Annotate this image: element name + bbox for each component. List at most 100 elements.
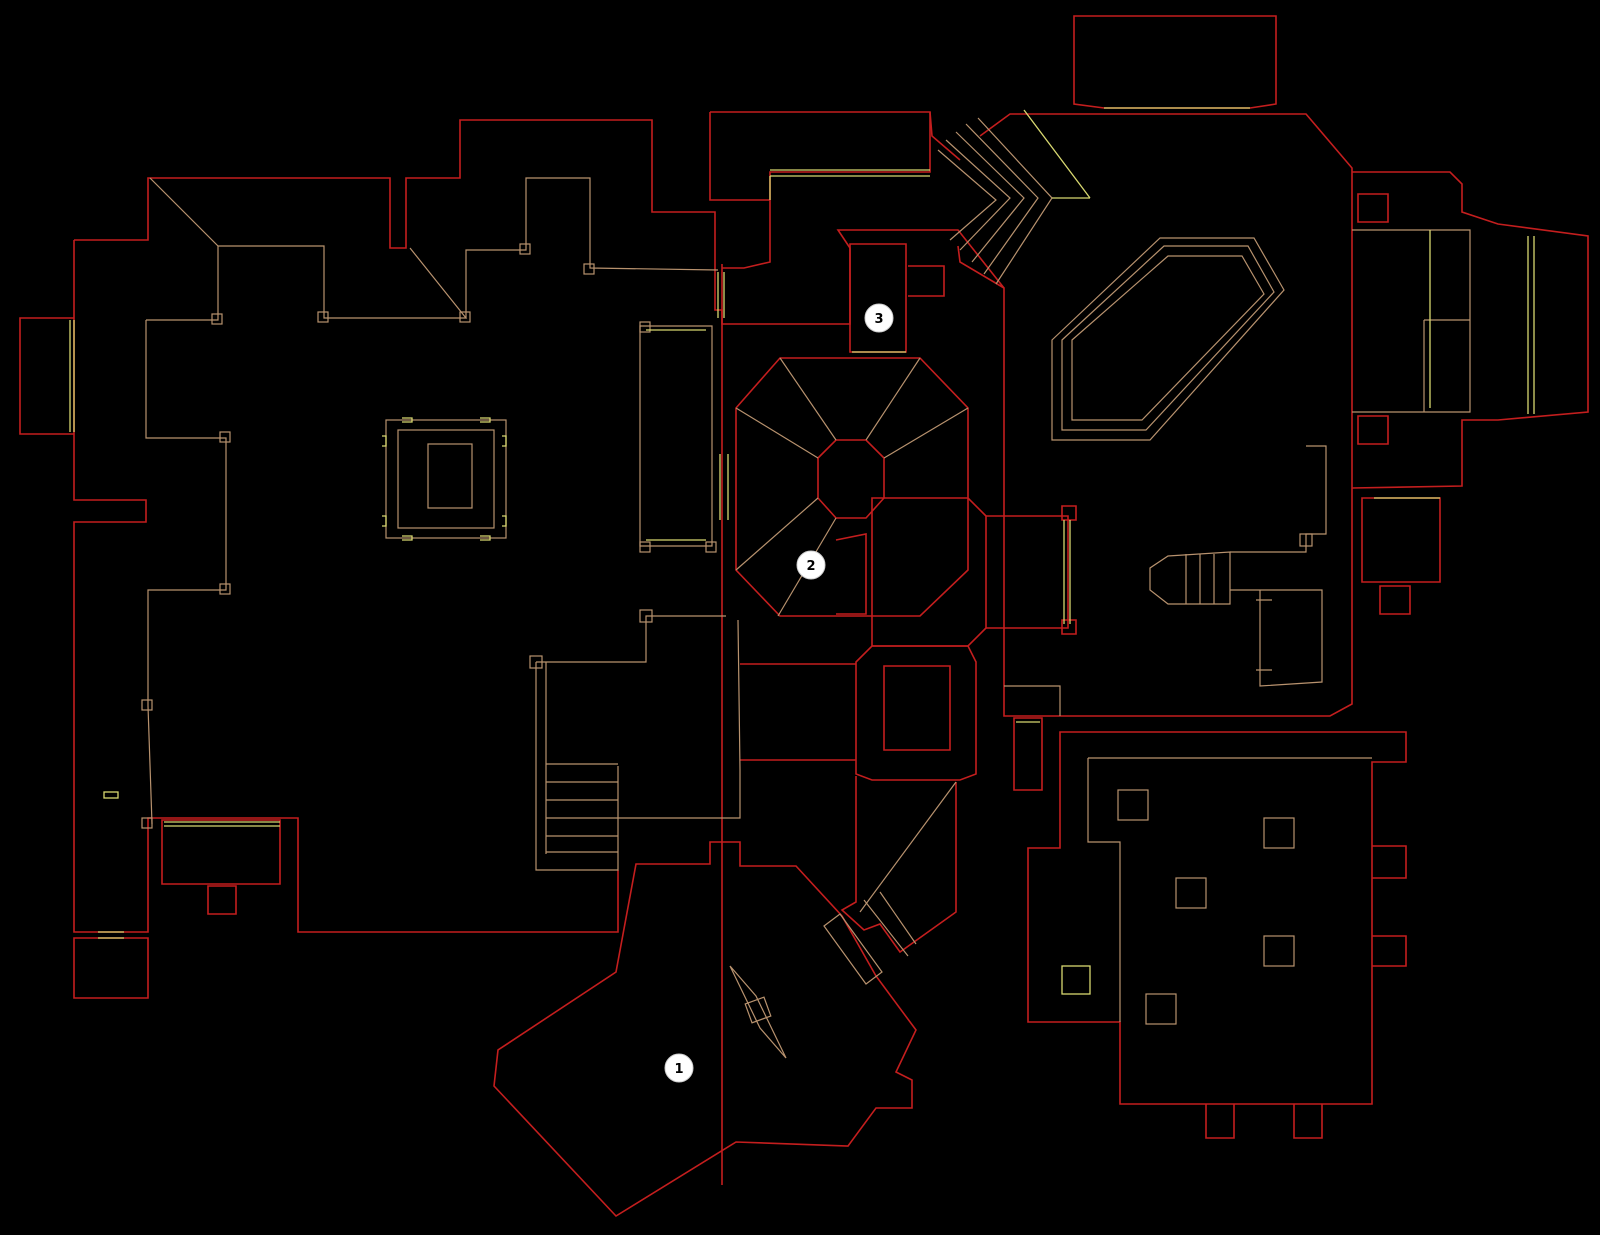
- center-booth-nub: [908, 265, 945, 297]
- southeast-nub-2: [1372, 935, 1407, 967]
- pool-mid: [1061, 245, 1275, 431]
- east-slope-2: [1256, 599, 1272, 671]
- south-passage-steps: [863, 891, 917, 957]
- rail-west-north: [639, 325, 713, 547]
- door-west-alcove: [164, 821, 280, 827]
- rotunda-ray-2: [779, 357, 837, 441]
- west-platform-inner: [427, 443, 473, 509]
- stair-post-2: [639, 609, 653, 623]
- pillar-3: [459, 311, 471, 323]
- north-corridor-west: [709, 112, 770, 201]
- pillar-2: [317, 311, 329, 323]
- door-west-corridor-s: [719, 454, 729, 520]
- pillar-6: [219, 431, 231, 443]
- west-ledge-path-2: [149, 177, 219, 247]
- south-passage: [840, 776, 957, 954]
- cave-altar: [729, 965, 787, 1059]
- southeast-nub-3: [1205, 1104, 1235, 1139]
- pillar-8: [141, 699, 153, 711]
- stair-post-1: [529, 655, 543, 669]
- rail-post-2: [639, 541, 651, 553]
- door-fan: [1023, 109, 1091, 199]
- rail-post-1: [639, 321, 651, 333]
- southeast-inner-frame: [1087, 757, 1372, 1022]
- pillar-1: [211, 313, 223, 325]
- crate-2: [1263, 817, 1295, 849]
- east-bridge: [986, 515, 1069, 629]
- map-marker-3-label: 3: [874, 312, 883, 327]
- cave-altar-inner: [744, 996, 772, 1024]
- west-platform-outer: [385, 419, 507, 539]
- stair-fan-wall: [929, 111, 961, 161]
- east-wing-inner-2: [1423, 319, 1470, 412]
- east-wing: [1351, 171, 1589, 489]
- door-east-bridge: [1063, 520, 1071, 624]
- west-alcove-nub: [207, 885, 237, 915]
- southeast-door-stub: [1013, 717, 1043, 791]
- pillar-5: [583, 263, 595, 275]
- east-ramp-post: [1299, 533, 1313, 547]
- crate-4: [1263, 935, 1295, 967]
- east-bridge-post-s: [1061, 619, 1077, 635]
- map-marker-1-circle: [664, 1053, 694, 1083]
- northeast-room: [957, 113, 1353, 717]
- switch-west: [103, 791, 119, 799]
- rotunda-wall: [735, 357, 969, 617]
- map-marker-3: 3: [864, 303, 894, 333]
- southeast-nub-4: [1293, 1104, 1323, 1139]
- pillar-4: [519, 243, 531, 255]
- east-closet-nub: [1379, 585, 1411, 615]
- crate-1: [1117, 789, 1149, 821]
- east-wing-box-n: [1357, 193, 1389, 223]
- lower-center-inner: [883, 665, 951, 751]
- rail-post-3: [705, 541, 717, 553]
- south-cave: [493, 841, 917, 1218]
- map-marker-2-label: 2: [806, 559, 815, 574]
- east-wing-inner: [1352, 229, 1471, 413]
- west-stair-rail: [536, 615, 726, 663]
- rotunda-ray-5: [735, 497, 819, 571]
- west-annex: [19, 317, 74, 435]
- rotunda-ray-4: [883, 407, 969, 459]
- crate-3: [1175, 877, 1207, 909]
- rotunda-south-room: [835, 533, 867, 615]
- west-platform-mid: [397, 429, 495, 529]
- east-bridge-post-n: [1061, 505, 1077, 521]
- door-east-wing: [1527, 236, 1535, 414]
- rotunda-ray-3: [865, 357, 921, 441]
- east-ramp: [1230, 445, 1327, 553]
- pillar-7: [219, 583, 231, 595]
- map-marker-2-circle: [796, 550, 826, 580]
- door-west-annex: [69, 320, 75, 432]
- west-ledge-path-4: [145, 320, 227, 825]
- fan-step-4: [965, 123, 1039, 275]
- door-west-corridor-n: [717, 272, 725, 318]
- southeast-annex: [1027, 731, 1407, 1105]
- door-rail: [646, 329, 706, 541]
- pool-outer: [1051, 237, 1285, 441]
- east-slope: [1230, 589, 1323, 687]
- step-lines: [141, 117, 1471, 1059]
- door-southwest-closet: [98, 931, 124, 939]
- lower-west-room: [618, 619, 741, 819]
- fan-step-1: [937, 149, 997, 241]
- west-ledge-path-3: [465, 177, 719, 318]
- southeast-nub-1: [1372, 845, 1407, 879]
- platform-door-corners: [382, 417, 507, 541]
- rotunda-ray-1: [735, 407, 819, 459]
- lower-center-room: [855, 645, 977, 781]
- map-marker-3-circle: [864, 303, 894, 333]
- east-stair: [1149, 551, 1231, 605]
- door-lines: [69, 107, 1535, 995]
- pool-inner: [1071, 255, 1265, 421]
- map-marker-2: 2: [796, 550, 826, 580]
- lower-center-diagonal: [859, 781, 957, 913]
- key-pad: [1061, 965, 1091, 995]
- door-north-corridor: [769, 169, 930, 200]
- east-floor-split: [1004, 685, 1061, 716]
- crate-5: [1145, 993, 1177, 1025]
- pillar-9: [141, 817, 153, 829]
- east-wing-box-s: [1357, 415, 1389, 445]
